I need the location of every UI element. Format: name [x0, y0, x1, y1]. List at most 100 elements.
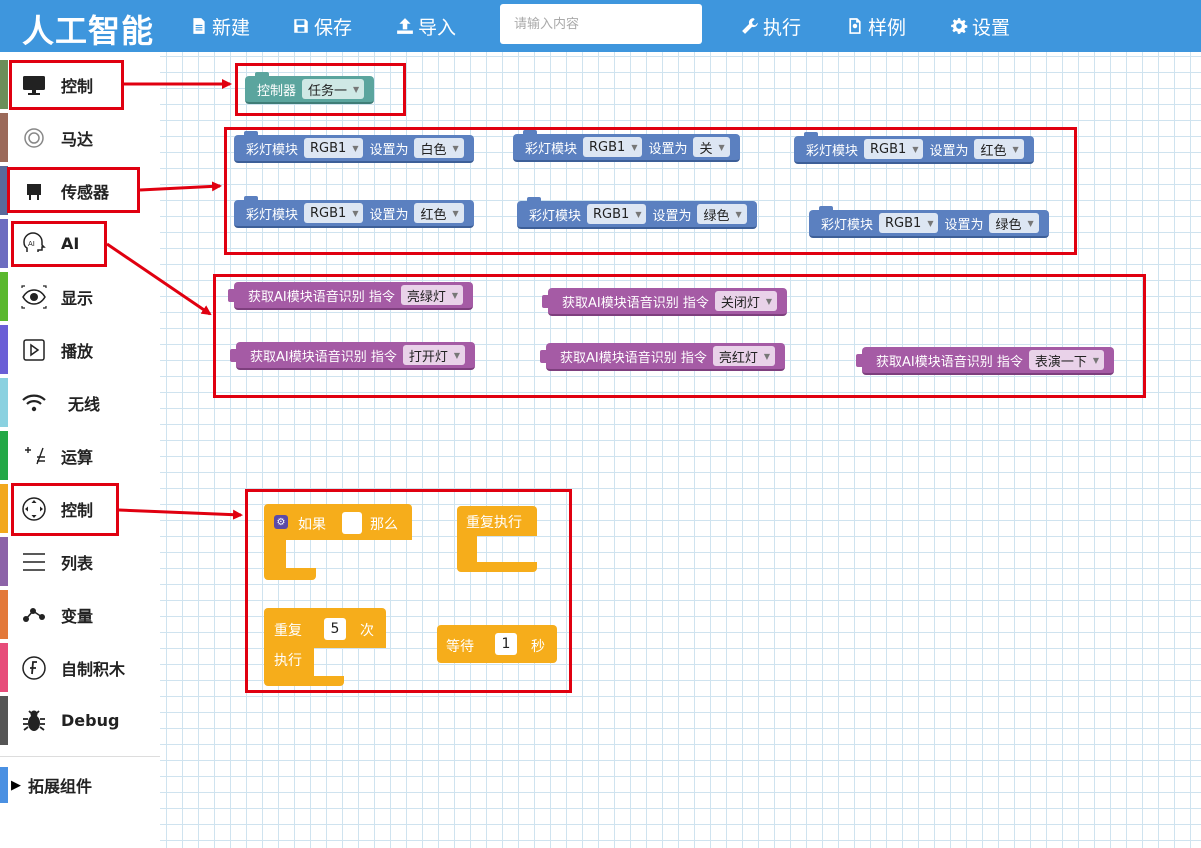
import-button[interactable]: 导入 — [396, 12, 456, 40]
triangle-right-icon: ▶ — [11, 777, 21, 793]
wait-seconds-input[interactable]: 1 — [495, 633, 517, 655]
category-list[interactable]: 列表 — [0, 535, 160, 588]
annotation-box-control-blocks — [245, 489, 572, 693]
math-icon — [18, 440, 50, 472]
module-dropdown[interactable]: RGB1▼ — [587, 204, 647, 224]
extension-components-toggle[interactable]: ▶ 拓展组件 — [0, 767, 160, 803]
wait-block[interactable]: 等待 1 秒 — [437, 625, 557, 663]
category-color-bar — [0, 767, 8, 803]
gear-icon[interactable]: ⚙ — [274, 515, 288, 529]
category-debug[interactable]: Debug — [0, 694, 160, 747]
block-workspace[interactable] — [160, 52, 1201, 848]
block-label: 设置为 — [369, 207, 409, 223]
annotation-box-sensor — [7, 167, 140, 213]
block-footer — [264, 568, 316, 580]
color-dropdown[interactable]: 白色▼ — [414, 138, 464, 158]
ai-voice-block[interactable]: 获取AI模块语音识别 指令 关闭灯▼ — [541, 288, 788, 316]
category-wireless[interactable]: 无线 — [0, 376, 160, 429]
color-dropdown[interactable]: 红色▼ — [414, 203, 464, 223]
led-block[interactable]: 彩灯模块 RGB1▼ 设置为 绿色▼ — [809, 206, 1049, 238]
block-label: 获取AI模块语音识别 指令 — [248, 289, 395, 305]
category-color-bar — [0, 590, 8, 639]
dropdown-caret-icon: ▼ — [352, 143, 359, 153]
category-math[interactable]: 运算 — [0, 429, 160, 482]
category-custom-blocks[interactable]: 自制积木 — [0, 641, 160, 694]
category-color-bar — [0, 643, 8, 692]
repeat-block[interactable]: 重复 5 次 执行 — [264, 608, 386, 686]
task-dropdown[interactable]: 任务一▼ — [302, 79, 365, 99]
dropdown-caret-icon: ▼ — [927, 218, 934, 228]
run-button[interactable]: 执行 — [741, 12, 801, 40]
command-dropdown[interactable]: 表演一下▼ — [1028, 350, 1105, 370]
dropdown-caret-icon: ▼ — [765, 296, 773, 306]
if-then-block[interactable]: ⚙ 如果 那么 — [264, 504, 412, 580]
module-dropdown[interactable]: RGB1▼ — [879, 213, 939, 233]
annotation-box-led-blocks — [224, 127, 1077, 255]
category-label: 无线 — [68, 394, 101, 414]
led-block[interactable]: 彩灯模块 RGB1▼ 设置为 白色▼ — [234, 131, 474, 163]
led-block[interactable]: 彩灯模块 RGB1▼ 设置为 红色▼ — [794, 132, 1034, 164]
repeat-count-input[interactable]: 5 — [324, 618, 346, 640]
save-button[interactable]: 保存 — [292, 12, 352, 40]
condition-slot[interactable] — [342, 512, 362, 534]
forever-block[interactable]: 重复执行 — [457, 506, 537, 572]
dropdown-value: 任务一 — [308, 83, 348, 99]
search-input[interactable] — [500, 4, 702, 44]
floppy-icon — [294, 19, 308, 33]
wifi-icon — [18, 387, 50, 419]
new-button[interactable]: 新建 — [190, 12, 250, 40]
import-label: 导入 — [418, 16, 457, 39]
eye-icon — [18, 281, 50, 313]
color-dropdown[interactable]: 关▼ — [693, 137, 730, 157]
block-label: 获取AI模块语音识别 指令 — [250, 349, 397, 365]
block-arm — [264, 540, 286, 568]
dropdown-value: 绿色 — [703, 208, 730, 224]
settings-button[interactable]: 设置 — [950, 12, 1010, 40]
ai-voice-block[interactable]: 获取AI模块语音识别 指令 表演一下▼ — [855, 347, 1115, 375]
led-block[interactable]: 彩灯模块 RGB1▼ 设置为 关▼ — [513, 130, 740, 162]
module-dropdown[interactable]: RGB1▼ — [304, 203, 364, 223]
category-variable[interactable]: 变量 — [0, 588, 160, 641]
led-block[interactable]: 彩灯模块 RGB1▼ 设置为 绿色▼ — [517, 197, 757, 229]
category-play[interactable]: 播放 — [0, 323, 160, 376]
ai-voice-block[interactable]: 获取AI模块语音识别 指令 亮绿灯▼ — [227, 282, 474, 310]
category-color-bar — [0, 325, 8, 374]
controller-block[interactable]: 控制器 任务一▼ — [245, 72, 375, 104]
then-label: 那么 — [370, 517, 398, 533]
block-header — [264, 504, 412, 540]
dropdown-value: 关 — [699, 141, 713, 157]
category-control[interactable]: 控制 — [0, 482, 160, 535]
block-label: 设置为 — [648, 141, 688, 157]
category-display[interactable]: 显示 — [0, 270, 160, 323]
dropdown-value: RGB1 — [589, 139, 626, 155]
command-dropdown[interactable]: 亮绿灯▼ — [400, 285, 464, 305]
ai-voice-block[interactable]: 获取AI模块语音识别 指令 亮红灯▼ — [539, 343, 786, 371]
command-dropdown[interactable]: 亮红灯▼ — [712, 346, 776, 366]
category-label: 显示 — [61, 288, 94, 308]
led-block[interactable]: 彩灯模块 RGB1▼ 设置为 红色▼ — [234, 196, 474, 228]
module-dropdown[interactable]: RGB1▼ — [583, 137, 643, 157]
color-dropdown[interactable]: 绿色▼ — [697, 204, 747, 224]
command-dropdown[interactable]: 打开灯▼ — [402, 345, 466, 365]
if-label: 如果 — [298, 517, 326, 533]
ai-voice-block[interactable]: 获取AI模块语音识别 指令 打开灯▼ — [229, 342, 476, 370]
category-ai[interactable]: AI AI — [0, 217, 160, 270]
wait-label: 等待 — [446, 639, 474, 655]
category-label: AI — [61, 234, 80, 253]
color-dropdown[interactable]: 绿色▼ — [989, 213, 1039, 233]
category-color-bar — [0, 378, 8, 427]
settings-label: 设置 — [972, 16, 1011, 39]
category-sidebar: 控制 马达 传感器 AI AI 显示 播放 — [0, 52, 160, 848]
module-dropdown[interactable]: RGB1▼ — [864, 139, 924, 159]
color-dropdown[interactable]: 红色▼ — [974, 139, 1024, 159]
module-dropdown[interactable]: RGB1▼ — [304, 138, 364, 158]
category-sensor[interactable]: 传感器 — [0, 164, 160, 217]
example-button[interactable]: 样例 — [846, 12, 906, 40]
block-label: 彩灯模块 — [529, 208, 582, 224]
category-motor[interactable]: 马达 — [0, 111, 160, 164]
variable-icon — [18, 599, 50, 631]
block-label: 设置为 — [652, 208, 692, 224]
category-control-monitor[interactable]: 控制 — [0, 58, 160, 111]
command-dropdown[interactable]: 关闭灯▼ — [714, 291, 778, 311]
block-label: 彩灯模块 — [806, 143, 859, 159]
